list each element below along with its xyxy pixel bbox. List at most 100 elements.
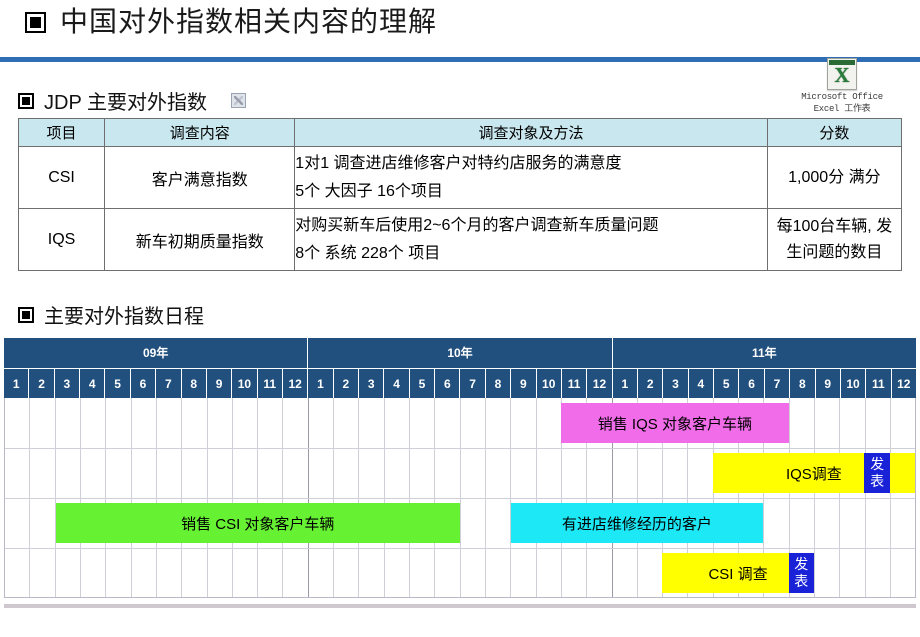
table-cell-code: CSI [17, 146, 106, 209]
slide-bottom-edge [4, 604, 916, 608]
section-heading-schedule-label: 主要对外指数日程 [44, 306, 204, 328]
gantt-grid-column [30, 398, 56, 597]
gantt-grid-column [182, 398, 208, 597]
gantt-bar[interactable]: 发表 [864, 453, 890, 493]
gantt-month-cell: 7 [764, 368, 791, 398]
gantt-month-cell: 6 [435, 368, 461, 398]
gantt-bar[interactable]: 销售 CSI 对象客户车辆 [55, 503, 460, 543]
gantt-month-cell: 4 [384, 368, 410, 398]
gantt-month-cell: 2 [29, 368, 55, 398]
gantt-grid-column [81, 398, 107, 597]
gantt-grid-column [385, 398, 410, 597]
jdp-index-table: 项目 调查内容 调查对象及方法 分数 CSI 客户满意指数 1对1 调查进店维修… [17, 118, 903, 271]
gantt-month-cell: 10 [536, 368, 562, 398]
table-cell-name: 新车初期质量指数 [104, 208, 296, 271]
section-heading-jdp: JDP 主要对外指数 [18, 86, 246, 115]
table-row: IQS 新车初期质量指数 对购买新车后使用2~6个月的客户调查新车质量问题 8个… [17, 208, 903, 271]
gantt-column-grid [5, 398, 915, 597]
gantt-bar[interactable]: CSI 调查 [662, 553, 814, 593]
gantt-month-cell: 2 [333, 368, 360, 398]
gantt-grid-column [562, 398, 588, 597]
gantt-bar[interactable]: 发表 [788, 553, 814, 593]
gantt-grid-column [309, 398, 335, 597]
gantt-bar-label: 发表 [870, 456, 885, 489]
gantt-grid-column [511, 398, 537, 597]
gantt-month-cell: 12 [891, 368, 916, 398]
gantt-grid-column [334, 398, 360, 597]
title-divider [0, 57, 920, 62]
table-col-header-item: 项目 [17, 118, 106, 147]
table-cell-name: 客户满意指数 [104, 146, 296, 209]
gantt-grid-column [461, 398, 486, 597]
gantt-month-cell: 7 [156, 368, 182, 398]
gantt-month-cell: 3 [359, 368, 385, 398]
gantt-month-cell: 8 [485, 368, 512, 398]
gantt-grid-column [410, 398, 436, 597]
embedded-excel-object[interactable]: X Microsoft Office Excel 工作表 [780, 58, 904, 114]
gantt-month-cell: 7 [460, 368, 486, 398]
table-cell-score-line2: 生问题的数目 [786, 243, 883, 261]
gantt-month-cell: 12 [587, 368, 613, 398]
spreadsheet-thumbnail-icon[interactable] [230, 93, 246, 108]
gantt-month-cell: 1 [612, 368, 638, 398]
table-cell-score-line1: 1,000分 满分 [788, 168, 881, 186]
gantt-grid-column [106, 398, 132, 597]
gantt-grid-column [663, 398, 689, 597]
excel-icon-glyph: X [834, 63, 850, 87]
excel-icon-band [829, 60, 855, 65]
gantt-grid-column [739, 398, 765, 597]
gantt-row-divider [5, 548, 915, 549]
table-col-header-content: 调查内容 [104, 118, 296, 147]
gantt-bar[interactable]: 有进店维修经历的客户 [510, 503, 764, 543]
table-row: CSI 客户满意指数 1对1 调查进店维修客户对特约店服务的满意度 5个 大因子… [17, 146, 903, 209]
gantt-month-cell: 5 [105, 368, 131, 398]
gantt-bar-label: 发表 [794, 556, 809, 589]
gantt-month-cell: 2 [637, 368, 664, 398]
section-heading-jdp-label: JDP 主要对外指数 [44, 92, 207, 114]
table-cell-desc: 对购买新车后使用2~6个月的客户调查新车质量问题 8个 系统 228个 项目 [294, 208, 768, 271]
gantt-month-cell: 12 [282, 368, 309, 398]
gantt-month-cell: 3 [54, 368, 81, 398]
gantt-month-cell: 8 [181, 368, 207, 398]
table-header-row: 项目 调查内容 调查对象及方法 分数 [17, 118, 903, 147]
table-cell-score: 1,000分 满分 [766, 146, 903, 209]
gantt-grid-column [435, 398, 461, 597]
gantt-grid-column [613, 398, 638, 597]
gantt-bar-label: 有进店维修经历的客户 [561, 515, 712, 533]
gantt-year-cell-0: 09年 [4, 338, 309, 368]
filled-square-bullet-icon [18, 92, 34, 109]
gantt-grid-column [283, 398, 309, 597]
gantt-grid-column [5, 398, 31, 597]
gantt-grid-column [359, 398, 385, 597]
gantt-grid-column [714, 398, 740, 597]
gantt-month-cell: 9 [206, 368, 233, 398]
section-heading-schedule: 主要对外指数日程 [18, 300, 204, 329]
gantt-grid-column [764, 398, 790, 597]
gantt-month-cell: 5 [714, 368, 740, 398]
gantt-grid-column [258, 398, 284, 597]
table-col-header-score: 分数 [766, 118, 903, 147]
filled-square-bullet-icon [18, 306, 34, 323]
gantt-grid-column [486, 398, 512, 597]
gantt-grid-column [233, 398, 259, 597]
gantt-grid-column [56, 398, 81, 597]
gantt-month-cell: 1 [4, 368, 30, 398]
gantt-row-divider [5, 448, 915, 449]
gantt-month-cell: 4 [688, 368, 715, 398]
gantt-grid-column [537, 398, 562, 597]
gantt-month-cell: 1 [308, 368, 334, 398]
gantt-bar[interactable]: 销售 IQS 对象客户车辆 [561, 403, 789, 443]
gantt-grid-column [815, 398, 841, 597]
gantt-grid-column [790, 398, 815, 597]
gantt-month-cell: 5 [409, 368, 436, 398]
gantt-month-cell: 4 [80, 368, 106, 398]
gantt-month-cell: 6 [130, 368, 157, 398]
gantt-grid-column [132, 398, 157, 597]
gantt-year-cell-1: 10年 [308, 338, 613, 368]
microsoft-excel-icon[interactable]: X [827, 58, 857, 90]
gantt-month-cell: 11 [866, 368, 892, 398]
